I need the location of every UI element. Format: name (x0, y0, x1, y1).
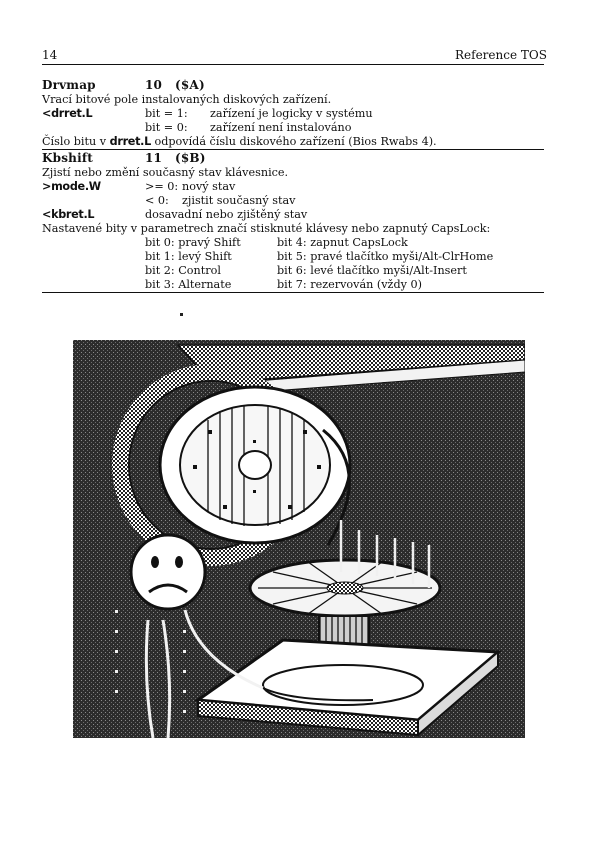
drvmap-cond-2: bit = 0: (145, 121, 188, 134)
disk-hub (238, 450, 272, 480)
left-eye (151, 556, 159, 568)
kbshift-mode-text-2: zjistit současný stav (182, 194, 296, 207)
drvmap-code: 10 (145, 78, 163, 92)
bit-1-item: bit 1: levý Shift (145, 250, 232, 263)
drvmap-description: Vrací bitové pole instalovaných diskovýc… (42, 93, 332, 106)
kbshift-mode-cond-2: < 0: (145, 194, 169, 207)
bit-0-item: bit 0: pravý Shift (145, 236, 241, 249)
section-rule (42, 149, 544, 150)
section-end-rule (42, 292, 544, 293)
drvmap-name: Drvmap (42, 78, 96, 92)
drvmap-footer: Číslo bitu v drret.L odpovídá číslu disk… (42, 135, 437, 148)
drvmap-cond-1: bit = 1: (145, 107, 188, 120)
platter-hub (326, 581, 364, 595)
drvmap-footer-post: odpovídá číslu diskového zařízení (Bios … (154, 135, 437, 148)
base-side (417, 649, 499, 738)
running-title: Reference TOS (455, 48, 547, 62)
drvmap-footer-code: drret.L (109, 135, 152, 148)
speck (180, 313, 183, 316)
page-number: 14 (42, 48, 58, 62)
kbshift-mode-text-1: nový stav (182, 180, 236, 193)
bit-6-item: bit 6: levé tlačítko myši/Alt-Insert (277, 264, 467, 277)
sad-face-disk-illustration (73, 340, 525, 738)
cable-1 (144, 619, 155, 738)
drvmap-param: <drret.L (42, 107, 93, 120)
drvmap-footer-pre: Číslo bitu v (42, 135, 107, 148)
kbshift-name: Kbshift (42, 151, 93, 165)
kbshift-code: 11 (145, 151, 163, 165)
header-rule (42, 64, 544, 65)
cable-3 (183, 609, 264, 690)
bit-2-item: bit 2: Control (145, 264, 221, 277)
kbshift-mode-cond-1: >= 0: (145, 180, 179, 193)
kbshift-ret-text: dosavadní nebo zjištěný stav (145, 208, 308, 221)
kbshift-param-mode: >mode.W (42, 180, 101, 193)
frown (148, 583, 188, 594)
right-eye (175, 556, 183, 568)
kbshift-param-ret: <kbret.L (42, 208, 95, 221)
drvmap-text-1: zařízení je logicky v systému (210, 107, 373, 120)
base-ring (262, 664, 424, 706)
base-curve (262, 687, 374, 702)
disk-arc (322, 428, 351, 546)
bit-4-item: bit 4: zapnut CapsLock (277, 236, 408, 249)
bit-5-item: bit 5: pravé tlačítko myši/Alt-ClrHome (277, 250, 494, 263)
drvmap-hex: ($A) (175, 78, 205, 92)
bit-7-item: bit 7: rezervován (vždy 0) (277, 278, 422, 291)
drvmap-text-2: zařízení není instalováno (210, 121, 352, 134)
kbshift-bits-intro: Nastavené bity v parametrech značí stisk… (42, 222, 491, 235)
cable-2 (161, 619, 172, 738)
sad-face-icon (129, 533, 207, 611)
bit-3-item: bit 3: Alternate (145, 278, 232, 291)
kbshift-description: Zjistí nebo změní současný stav klávesni… (42, 166, 289, 179)
kbshift-hex: ($B) (175, 151, 206, 165)
